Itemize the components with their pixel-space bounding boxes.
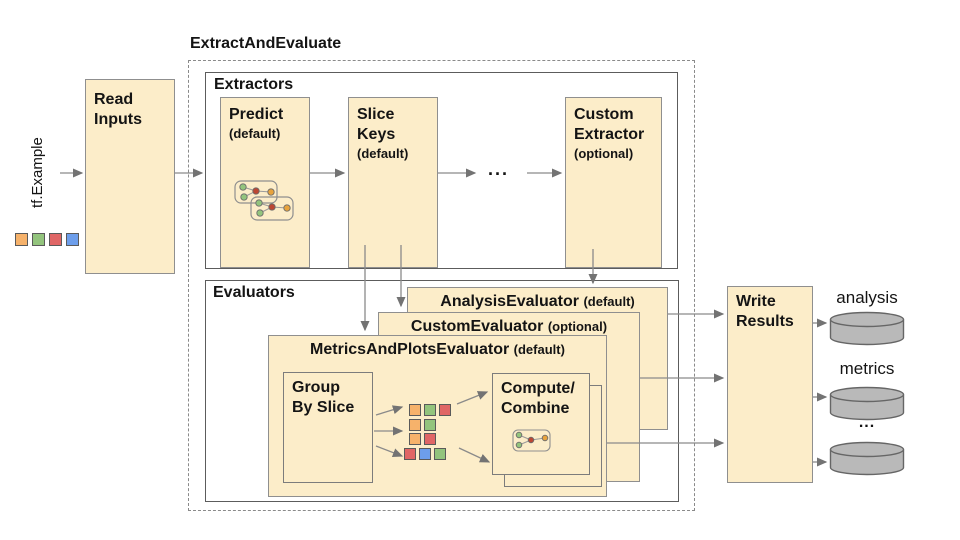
analysis-evaluator-label: AnalysisEvaluator [440,293,579,310]
predict-qualifier: (default) [229,126,281,141]
metrics-and-plots-evaluator-qualifier: (default) [513,342,565,357]
red-example-square [49,233,62,246]
compute-combine-label-line2: Combine [501,400,570,417]
custom-extractor-qualifier: (optional) [574,146,634,161]
orange-example-square [15,233,28,246]
slice-keys-extractor-box: Slice Keys (default) [348,97,438,268]
red-example-square [424,433,436,445]
evaluators-label: Evaluators [213,284,295,301]
read-inputs-label-line1: Read [94,91,134,108]
input-example-squares [15,233,79,246]
custom-extractor-label-line2: Extractor [574,126,645,143]
compute-combine-box: Compute/ Combine [492,373,590,475]
group-by-slice-label-line2: By Slice [292,399,355,416]
slice-row-squares [404,448,446,460]
red-example-square [439,404,451,416]
analysis-evaluator-qualifier: (default) [583,294,635,309]
green-example-square [32,233,45,246]
metrics-output-label: metrics [839,359,895,378]
custom-extractor-label-line1: Custom [574,106,634,123]
group-by-slice-label-line1: Group [292,379,340,396]
read-inputs-box: Read Inputs [85,79,175,274]
blue-example-square [66,233,79,246]
green-example-square [424,419,436,431]
extractors-label: Extractors [214,76,294,93]
model-graph-icon [234,180,294,221]
blue-example-square [419,448,431,460]
green-example-square [424,404,436,416]
compute-combine-label-line1: Compute/ [501,380,575,397]
database-cylinder-icon [829,311,905,346]
write-results-label-line1: Write [736,293,776,310]
slice-keys-label-line1: Slice [357,106,395,123]
tf-example-label: tf.Example [29,137,46,209]
slice-keys-label-line2: Keys [357,126,396,143]
predict-label: Predict [229,106,284,123]
orange-example-square [409,404,421,416]
write-results-label-line2: Results [736,313,794,330]
orange-example-square [409,433,421,445]
red-example-square [404,448,416,460]
analysis-output-label: analysis [836,288,898,307]
custom-extractor-box: Custom Extractor (optional) [565,97,662,268]
evaluators-container: Evaluators [205,280,679,502]
extractors-ellipsis: ... [488,159,510,179]
predict-extractor-box: Predict (default) [220,97,310,268]
extract-and-evaluate-container [188,60,695,511]
read-inputs-label-line2: Inputs [94,111,142,128]
slice-row-squares [409,433,436,445]
extractors-container: Extractors [205,72,678,269]
database-cylinder-icon [829,386,905,421]
green-example-square [434,448,446,460]
more-outputs-label: ... [858,414,876,431]
model-graph-icon [512,429,551,452]
slice-row-squares [409,419,436,431]
database-cylinder-icon [829,441,905,476]
slice-row-squares [409,404,451,416]
metrics-and-plots-evaluator-label: MetricsAndPlotsEvaluator [310,341,510,358]
write-results-box: Write Results [727,286,813,483]
slice-keys-qualifier: (default) [357,146,409,161]
custom-evaluator-label: CustomEvaluator [410,318,544,335]
group-by-slice-box: Group By Slice [283,372,373,483]
diagram-title: ExtractAndEvaluate [190,35,342,52]
orange-example-square [409,419,421,431]
custom-evaluator-qualifier: (optional) [547,319,608,334]
